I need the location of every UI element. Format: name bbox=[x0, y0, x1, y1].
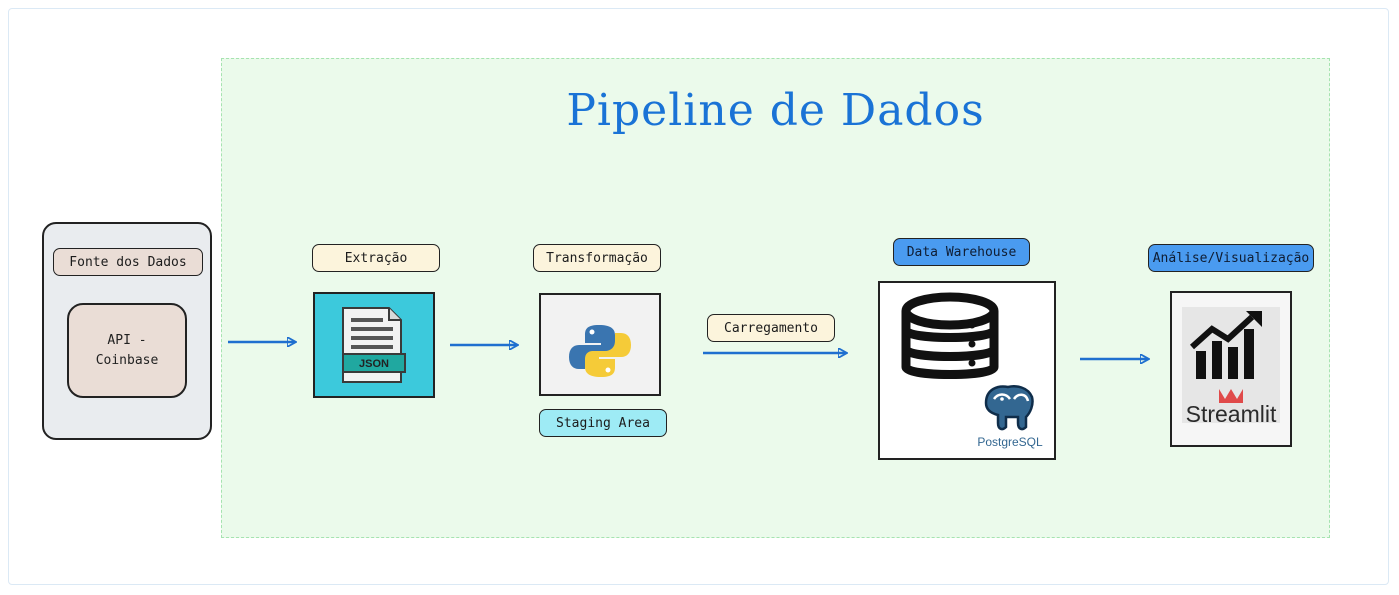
python-icon bbox=[569, 325, 631, 377]
api-coinbase-node: API - Coinbase bbox=[67, 303, 187, 398]
database-icon bbox=[901, 292, 999, 379]
transformation-card bbox=[539, 293, 661, 396]
data-warehouse-card: PostgreSQL bbox=[878, 281, 1056, 460]
staging-area-label: Staging Area bbox=[539, 409, 667, 437]
streamlit-crown-icon bbox=[1219, 389, 1243, 403]
transformation-label: Transformação bbox=[533, 244, 661, 272]
streamlit-caption: Streamlit bbox=[1185, 401, 1277, 427]
json-file-icon: JSON bbox=[342, 307, 406, 383]
diagram-frame bbox=[8, 8, 1389, 585]
analysis-card: Streamlit bbox=[1170, 291, 1292, 447]
data-source-label: Fonte dos Dados bbox=[53, 248, 203, 276]
postgresql-caption: PostgreSQL bbox=[977, 435, 1043, 449]
postgresql-elephant-icon bbox=[984, 385, 1034, 431]
analysis-label: Análise/Visualização bbox=[1148, 244, 1314, 272]
chart-growth-icon bbox=[1189, 311, 1262, 403]
extraction-card: JSON bbox=[313, 292, 435, 398]
api-label-line1: API - bbox=[107, 332, 147, 348]
json-badge-text: JSON bbox=[359, 358, 389, 370]
data-warehouse-label: Data Warehouse bbox=[893, 238, 1030, 266]
extraction-label: Extração bbox=[312, 244, 440, 272]
load-label: Carregamento bbox=[707, 314, 835, 342]
api-label-line2: Coinbase bbox=[95, 352, 159, 368]
diagram-title: Pipeline de Dados bbox=[566, 85, 985, 136]
